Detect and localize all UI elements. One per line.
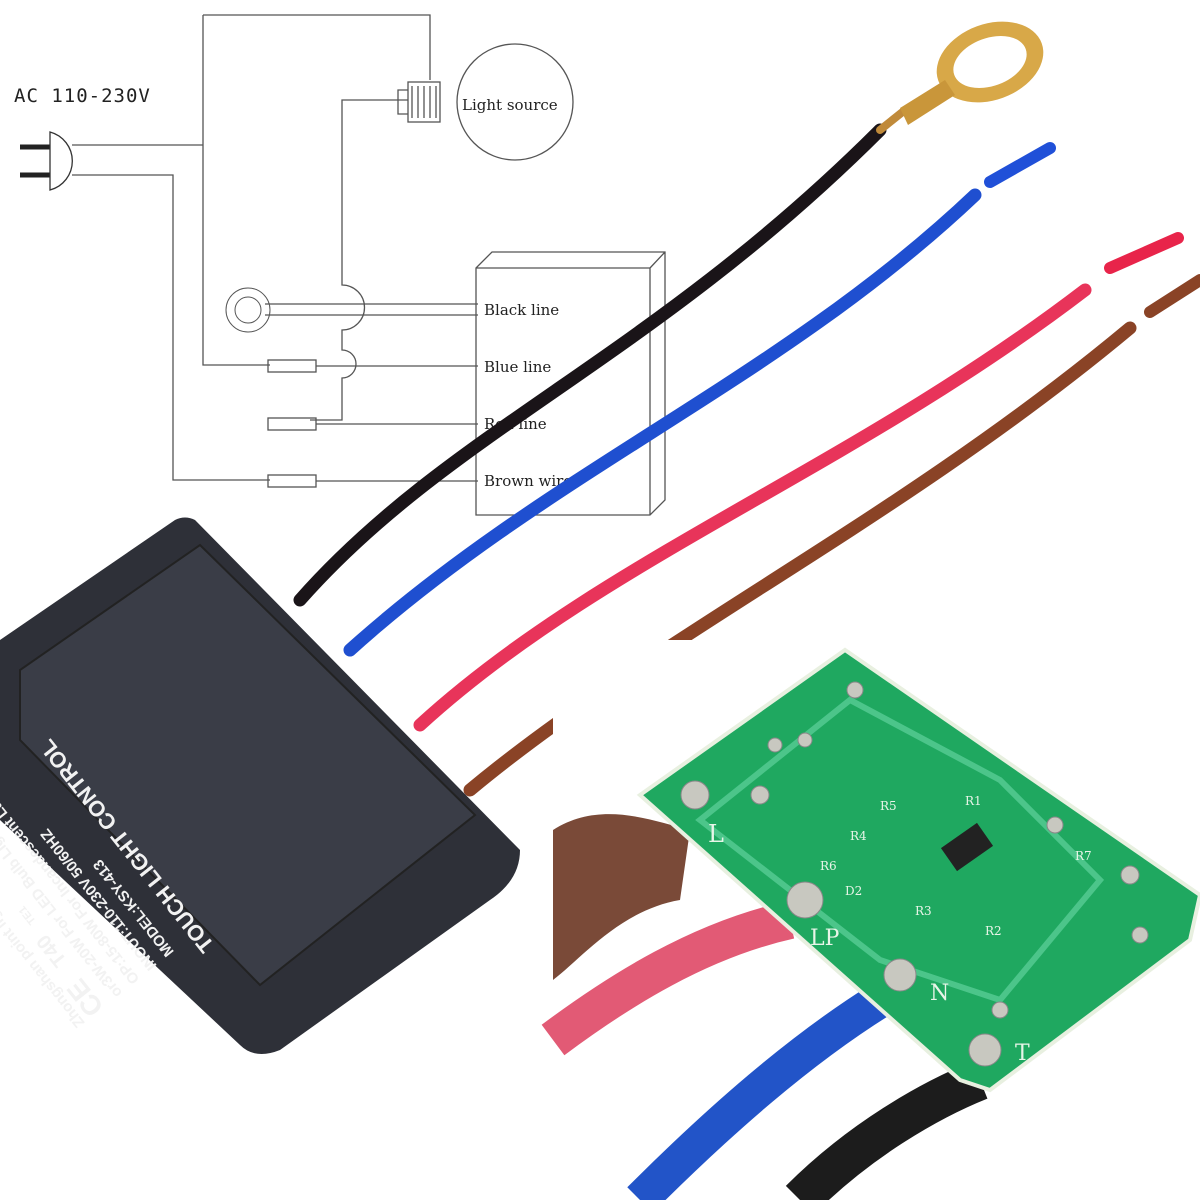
terminal-label-brown: Brown wire (484, 472, 572, 490)
pcb-label-r1: R1 (965, 794, 982, 808)
module-code-sub: TE1 (17, 903, 39, 926)
touch-control-module: TOUCH LIGHT CONTROL MODEL:KSY-413 INOUT:… (0, 517, 520, 1054)
brown-wire (463, 321, 1137, 797)
supply-voltage-label: AC 110-230V (14, 85, 151, 107)
terminal-label-blue: Blue line (484, 358, 551, 376)
light-source-label: Light source (462, 96, 558, 114)
black-wire (293, 123, 887, 607)
blue-wire (343, 188, 982, 657)
pcb-label-r6: R6 (820, 859, 837, 873)
schematic-lines (20, 14, 666, 516)
pcb-label-n: N (930, 981, 949, 1006)
pcb-label-t: T (1015, 1041, 1030, 1066)
pcb-label-d2: D2 (845, 884, 862, 898)
pcb-label-r2: R2 (985, 924, 1002, 938)
pcb-label-l: L (708, 820, 724, 848)
light-bulb-icon (397, 43, 574, 161)
ring-terminal (900, 21, 1044, 125)
pcb-label-lp: LP (810, 926, 840, 951)
pcb-label-r4: R4 (850, 829, 867, 843)
ic-chip (940, 822, 994, 872)
pcb-photo: L LP N T R1 R2 R3 R4 R5 R6 R7 D2 (541, 647, 1200, 1200)
terminal-label-black: Black line (484, 301, 559, 319)
red-wire (413, 283, 1092, 732)
touch-ring-icon (225, 287, 271, 333)
pcb-label-r5: R5 (880, 799, 897, 813)
pcb-label-r7: R7 (1075, 849, 1092, 863)
wires (293, 106, 1200, 797)
pcb-label-r3: R3 (915, 904, 932, 918)
